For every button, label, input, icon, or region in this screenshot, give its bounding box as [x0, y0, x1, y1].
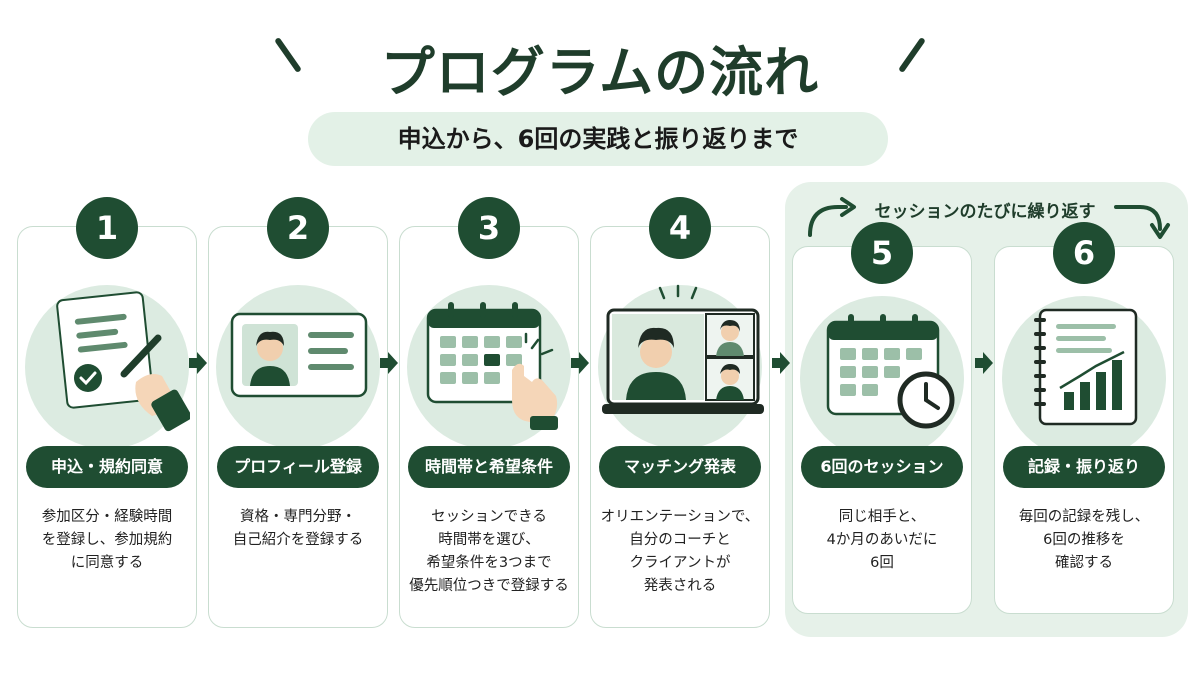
step-desc-1-line-3: に同意する	[70, 555, 144, 571]
repeat-label: セッションのたびに繰り返す	[874, 202, 1096, 222]
step-desc-3-line-3: 希望条件を3つまで	[426, 555, 552, 571]
step-desc-6-line-1: 毎回の記録を残し、	[1018, 509, 1150, 525]
step-desc-1-line-1: 参加区分・経験時間	[41, 509, 173, 525]
step-desc-3-line-1: セッションできる	[431, 509, 547, 525]
calendar-select-icon	[426, 302, 558, 430]
flow-arrow-4-icon	[772, 352, 790, 374]
step-desc-2: 資格・専門分野・ 自己紹介を登録する	[208, 506, 388, 552]
flow-arrow-2-icon	[380, 352, 398, 374]
page-subtitle: 申込から、6回の実践と振り返りまで	[308, 112, 888, 166]
page-title: プログラムの流れ	[380, 41, 820, 104]
step-desc-4-line-2: 自分のコーチと	[629, 532, 731, 548]
step-number-6: 6	[1053, 222, 1115, 284]
step-desc-6-line-2: 6回の推移を	[1043, 532, 1125, 548]
flow-arrow-1-icon	[189, 352, 207, 374]
step-desc-5-line-3: 6回	[870, 555, 894, 571]
step-number-4: 4	[649, 197, 711, 259]
step-desc-1: 参加区分・経験時間 を登録し、参加規約 に同意する	[17, 506, 197, 575]
step-desc-2-line-1: 資格・専門分野・	[240, 509, 356, 525]
header: プログラムの流れ	[0, 22, 1200, 104]
step-desc-3: セッションできる 時間帯を選び、 希望条件を3つまで 優先順位つきで登録する	[399, 506, 579, 598]
step-title-1: 申込・規約同意	[26, 446, 188, 488]
step-desc-4-line-3: クライアントが	[629, 555, 731, 571]
step-number-2: 2	[267, 197, 329, 259]
step-desc-6: 毎回の記録を残し、 6回の推移を 確認する	[994, 506, 1174, 575]
step-title-3: 時間帯と希望条件	[408, 446, 570, 488]
step-number-5: 5	[851, 222, 913, 284]
flow-arrow-3-icon	[571, 352, 589, 374]
video-call-icon	[602, 284, 764, 414]
step-desc-5: 同じ相手と、 4か月のあいだに 6回	[792, 506, 972, 575]
step-title-2: プロフィール登録	[217, 446, 379, 488]
document-sign-icon	[56, 291, 190, 432]
step-title-6: 記録・振り返り	[1003, 446, 1165, 488]
calendar-clock-icon	[826, 314, 955, 429]
step-desc-6-line-3: 確認する	[1055, 555, 1113, 571]
step-title-5: 6回のセッション	[801, 446, 963, 488]
repeat-arrow-right-icon	[1114, 205, 1170, 239]
step-desc-4-line-1: オリエンテーションで、	[600, 509, 760, 525]
report-chart-icon	[1034, 308, 1138, 426]
flow-arrow-5-icon	[975, 352, 993, 374]
step-desc-1-line-2: を登録し、参加規約	[41, 532, 173, 548]
step-desc-5-line-1: 同じ相手と、	[838, 509, 926, 525]
step-title-4: マッチング発表	[599, 446, 761, 488]
step-number-1: 1	[76, 197, 138, 259]
step-desc-3-line-2: 時間帯を選び、	[438, 532, 540, 548]
step-desc-3-line-4: 優先順位つきで登録する	[409, 578, 569, 594]
profile-card-icon	[230, 312, 368, 398]
step-desc-4: オリエンテーションで、 自分のコーチと クライアントが 発表される	[590, 506, 770, 598]
step-desc-4-line-4: 発表される	[643, 578, 717, 594]
repeat-arrow-left-icon	[808, 197, 856, 237]
step-number-3: 3	[458, 197, 520, 259]
step-desc-2-line-2: 自己紹介を登録する	[232, 532, 364, 548]
step-desc-5-line-2: 4か月のあいだに	[826, 532, 938, 548]
